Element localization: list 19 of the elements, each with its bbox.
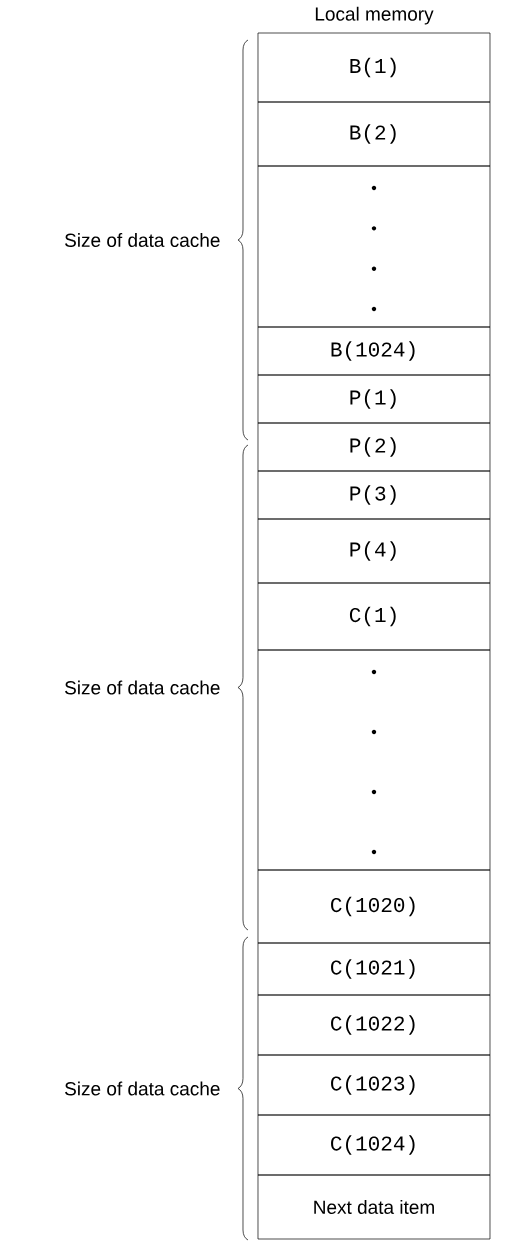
brace-label: Size of data cache — [65, 233, 220, 247]
brace-label: Size of data cache — [65, 680, 220, 695]
memory-cell: P(4) — [257, 518, 491, 584]
memory-cell: Next data item — [257, 1174, 491, 1240]
memory-cell: P(1) — [257, 374, 491, 424]
memory-cell: P(2) — [257, 422, 491, 472]
memory-cell: C(1022) — [257, 994, 491, 1056]
memory-cell: C(1021) — [257, 942, 491, 996]
memory-cell: C(1020) — [257, 869, 491, 944]
memory-cell: C(1024) — [257, 1114, 491, 1176]
memory-cell: C(1) — [257, 582, 491, 651]
brace-label: Size of data cache — [65, 1081, 220, 1096]
memory-cell — [257, 165, 491, 328]
memory-cell: B(2) — [257, 101, 491, 167]
memory-cell: B(1024) — [257, 326, 491, 376]
memory-cell: C(1023) — [257, 1054, 491, 1116]
memory-cell: P(3) — [257, 470, 491, 520]
memory-cell: B(1) — [257, 32, 491, 103]
memory-cell — [257, 649, 491, 871]
